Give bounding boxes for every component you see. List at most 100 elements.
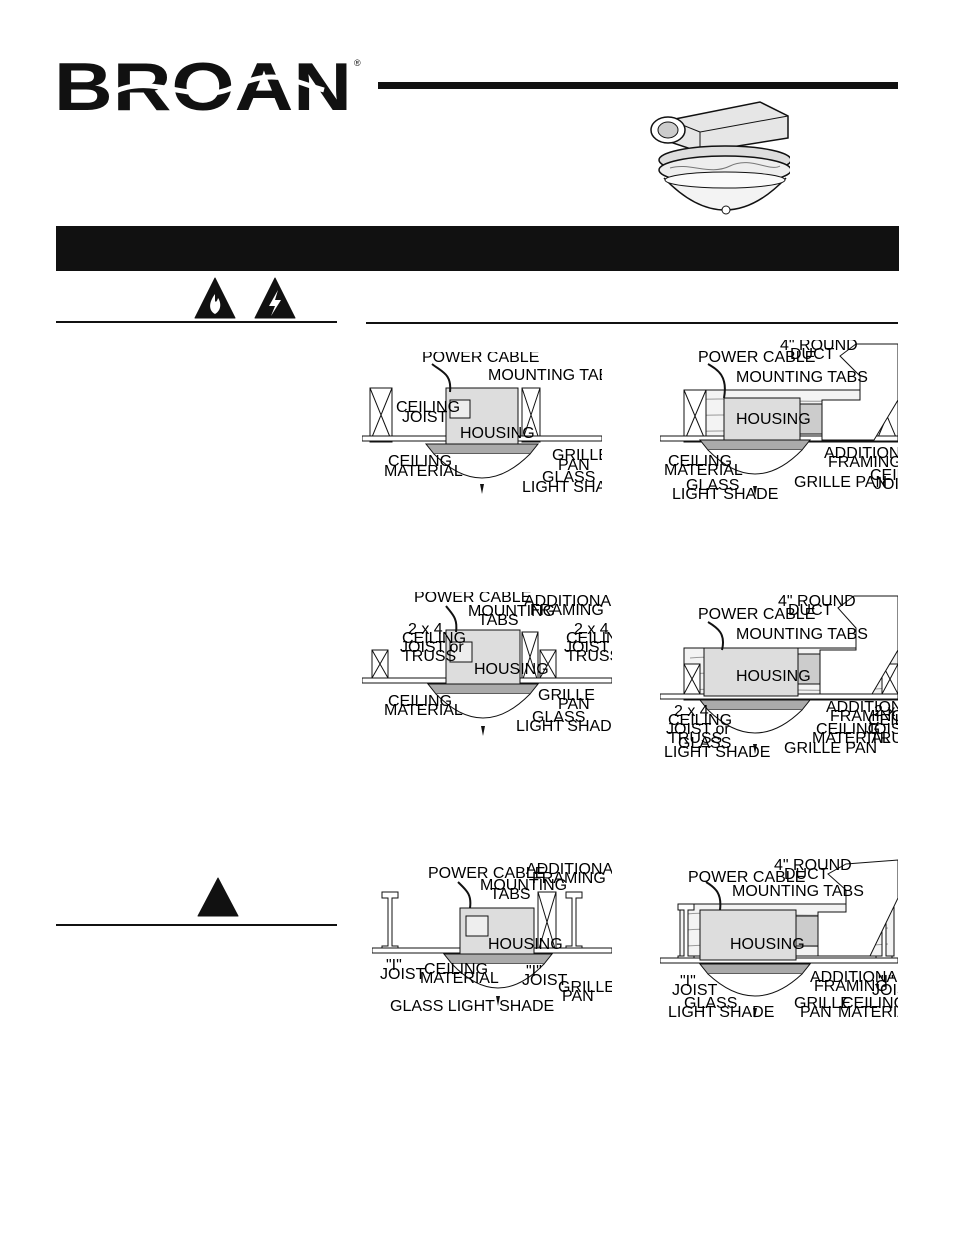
figure-c-additional-1: ADDITIONAL	[524, 593, 612, 610]
figure-d-duct-1: 4" ROUND	[778, 594, 856, 610]
figure-b-ceiling-joist-1: CEILING	[870, 467, 898, 484]
figure-a-ceiling-joist-1: CEILING	[396, 399, 460, 416]
figure-f-ceiling-material-2: MATERIAL	[838, 1004, 898, 1021]
figure-d-left-joist-1: 2 x 4	[674, 703, 709, 720]
figure-d-housing: HOUSING	[736, 668, 811, 685]
figure-c-ceiling-material-2: MATERIAL	[384, 702, 463, 719]
fire-hazard-icon	[194, 277, 236, 319]
figure-d: 4" ROUND DUCT POWER CABLE MOUNTING TABS …	[660, 594, 898, 760]
figure-d-mounting-tabs: MOUNTING TABS	[736, 626, 868, 643]
figure-a-grille-pan-1: GRILLE	[552, 447, 602, 464]
figure-f-i-joist-left-2: JOIST	[672, 982, 718, 999]
figure-e-grille-pan-2: PAN	[562, 988, 594, 1005]
figure-f-i-joist-right-2: JOIST	[872, 982, 898, 999]
figure-c-right-joist-4: TRUSS	[566, 648, 612, 665]
figure-d-power-cable: POWER CABLE	[698, 606, 815, 623]
figure-c-mounting-1: MOUNTING	[468, 603, 555, 620]
figure-d-ceiling-material-1: CEILING	[816, 721, 880, 738]
figure-d-duct-2: DUCT	[788, 602, 833, 619]
figure-c-left-joist-2: CEILING	[402, 630, 466, 647]
broan-logo: BROAN ®	[54, 52, 361, 122]
section-rule-left	[56, 321, 337, 323]
figure-c-grille-pan-2: PAN	[558, 696, 590, 713]
figure-c-right-joist-2: CEILING	[566, 630, 612, 647]
figure-f-additional-1: ADDITIONAL	[810, 969, 898, 986]
figure-c-grille-pan-1: GRILLE	[538, 687, 595, 704]
figure-c-power-cable: POWER CABLE	[414, 592, 531, 606]
figure-f-additional-2: FRAMING	[814, 978, 888, 995]
figure-a-ceiling-material-2: MATERIAL	[384, 463, 463, 480]
figure-f-glass-1: GLASS	[684, 995, 737, 1012]
figure-e: POWER CABLE ADDITIONAL FRAMING MOUNTING …	[372, 862, 612, 1015]
exclamation-warning-icon	[197, 877, 239, 917]
figure-c-mounting-2: TABS	[478, 612, 519, 629]
figure-f-grille-pan-2: PAN	[800, 1004, 832, 1021]
caution-rule	[56, 924, 337, 926]
figure-a-ceiling-joist-2: JOIST	[402, 409, 448, 426]
figure-d-grille-pan: GRILLE PAN	[784, 740, 877, 757]
figure-b-ceiling-material-2: MATERIAL	[664, 462, 743, 479]
figure-e-ceiling-material-2: MATERIAL	[420, 970, 499, 987]
figure-b-glass-1: GLASS	[686, 477, 739, 494]
figure-d-right-joist-4: TRUSS	[870, 730, 898, 747]
figure-a-ceiling-material-1: CEILING	[388, 453, 452, 470]
figure-c: POWER CABLE MOUNTING TABS ADDITIONAL FRA…	[362, 592, 612, 736]
figure-b-additional-2: FRAMING	[828, 454, 898, 471]
figure-f-ceiling-material-1: CEILING	[842, 995, 898, 1012]
figure-e-i-joist-right-1: "I"	[526, 963, 542, 980]
figure-e-additional-2: FRAMING	[532, 870, 606, 887]
figure-c-right-joist-1: 2 x 4	[574, 621, 609, 638]
figure-d-left-joist-3: JOIST or	[666, 721, 730, 738]
figure-f-housing: HOUSING	[730, 936, 805, 953]
figure-b-duct-2: DUCT	[790, 346, 835, 363]
figure-d-glass-2: LIGHT SHADE	[664, 744, 770, 760]
figure-e-power-cable: POWER CABLE	[428, 865, 545, 882]
figure-b: 4" ROUND DUCT POWER CABLE MOUNTING TABS …	[660, 340, 898, 502]
figure-b-power-cable: POWER CABLE	[698, 349, 815, 366]
figure-e-housing: HOUSING	[488, 936, 563, 953]
figure-d-left-joist-4: TRUSS	[668, 730, 722, 747]
figure-d-additional-2: FRAMING	[830, 708, 898, 725]
registered-mark: ®	[354, 58, 361, 68]
figure-c-right-joist-3: JOIST or	[564, 639, 612, 656]
figure-b-duct-1: 4" ROUND	[780, 340, 858, 354]
hazard-icons	[194, 277, 296, 319]
figure-c-ceiling-material-1: CEILING	[388, 693, 452, 710]
figure-e-i-joist-left-1: "I"	[386, 957, 402, 974]
figure-f-mounting-tabs: MOUNTING TABS	[732, 883, 864, 900]
figure-d-right-joist-2: CEILING	[868, 712, 898, 729]
figure-c-left-joist-3: JOIST or	[400, 639, 464, 656]
product-image	[650, 101, 790, 215]
brand-name: BROAN	[54, 52, 352, 122]
figure-a-glass-1: GLASS	[542, 469, 595, 486]
figure-f-duct-1: 4" ROUND	[774, 858, 852, 874]
figure-d-right-joist-1: 2 x 4	[874, 703, 898, 720]
figure-e-mounting-2: TABS	[490, 886, 531, 903]
figure-b-housing: HOUSING	[736, 411, 811, 428]
figure-d-right-joist-3: JOIST or	[866, 721, 898, 738]
figure-c-housing: HOUSING	[474, 661, 549, 678]
figure-e-i-joist-right-2: JOIST	[522, 972, 568, 989]
figure-f-power-cable: POWER CABLE	[688, 869, 805, 886]
figure-d-ceiling-material-2: MATERIAL	[812, 730, 891, 747]
section-rule-right	[366, 322, 898, 324]
figure-b-grille-pan: GRILLE PAN	[794, 474, 887, 491]
figure-a-grille-pan-2: PAN	[558, 457, 590, 474]
figure-c-left-joist-4: TRUSS	[402, 648, 456, 665]
figure-b-glass-2: LIGHT SHADE	[672, 486, 778, 502]
figure-e-glass: GLASS LIGHT SHADE	[390, 998, 554, 1015]
figure-f-i-joist-left-1: "I"	[680, 973, 696, 990]
figure-d-left-joist-2: CEILING	[668, 712, 732, 729]
figure-b-ceiling-material-1: CEILING	[668, 453, 732, 470]
figure-f: 4" ROUND DUCT POWER CABLE MOUNTING TABS …	[660, 858, 898, 1021]
figure-b-additional-1: ADDITIONAL	[824, 445, 898, 462]
figure-a-power-cable: POWER CABLE	[422, 352, 539, 366]
figure-b-ceiling-joist-2: JOIST	[874, 476, 898, 493]
figure-a-mounting-tabs: MOUNTING TABS	[488, 367, 602, 384]
figure-c-left-joist-1: 2 x 4	[408, 621, 443, 638]
figure-a-glass-2: LIGHT SHADE	[522, 479, 602, 496]
figure-d-glass-1: GLASS	[678, 735, 731, 752]
figure-f-glass-2: LIGHT SHADE	[668, 1004, 774, 1021]
figure-f-i-joist-right-1: "I"	[878, 973, 894, 990]
title-banner	[56, 226, 899, 271]
